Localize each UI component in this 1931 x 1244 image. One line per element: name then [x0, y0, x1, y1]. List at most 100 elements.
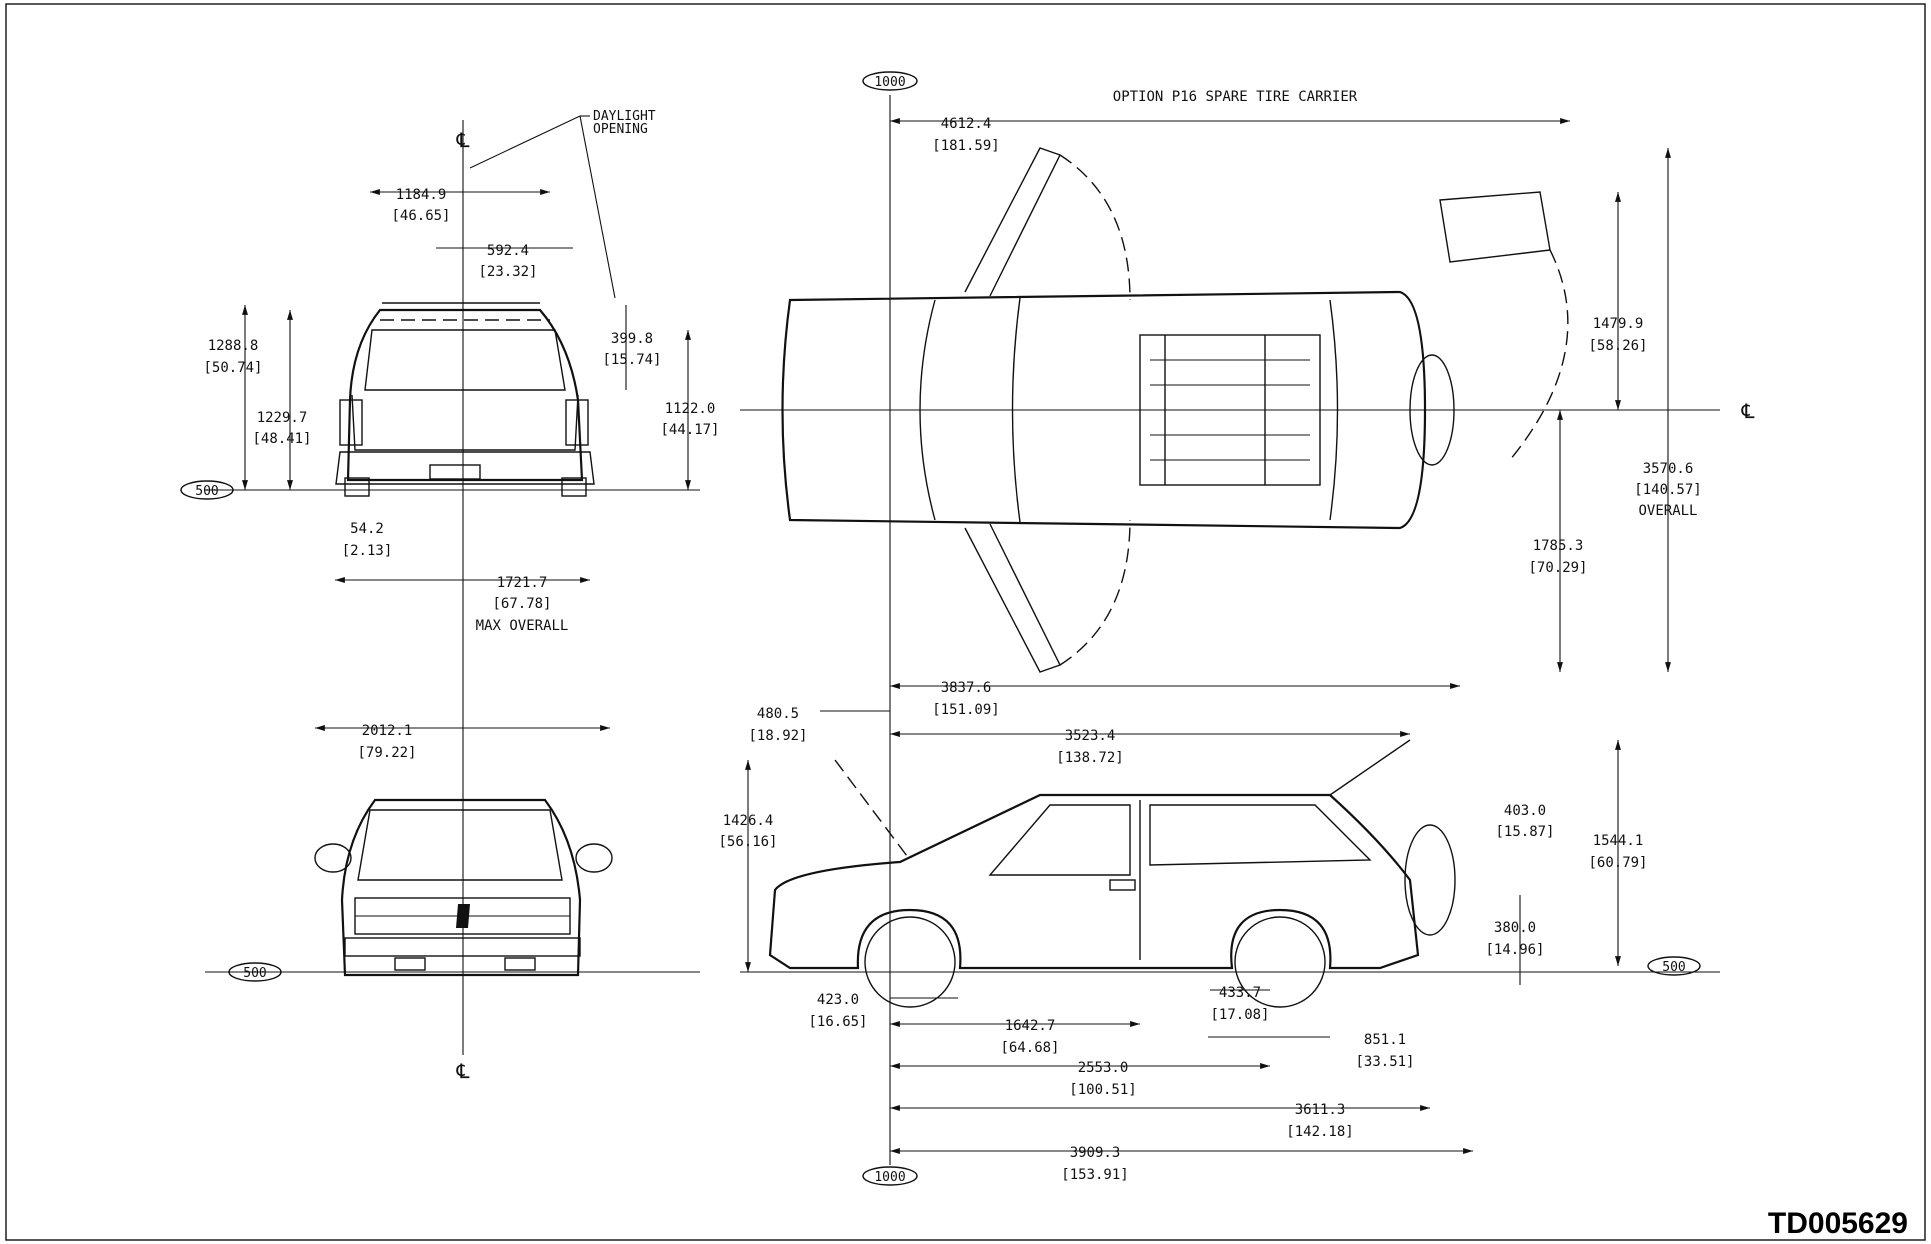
dim-480-in: [18.92] [748, 728, 807, 744]
datum-1000-top-label: 1000 [874, 75, 905, 90]
dim-54-in: [2.13] [342, 543, 393, 559]
dim-1122-in: [44.17] [660, 422, 719, 438]
dimension-labels: 1184.9 [46.65] 592.4 [23.32] 399.8 [15.7… [203, 116, 1701, 1183]
rear-window [364, 329, 566, 391]
dim-1288-in: [50.74] [203, 360, 262, 376]
dim-380-mm: 380.0 [1494, 920, 1536, 936]
side-front-window [988, 804, 1131, 876]
door-open-left [964, 147, 1061, 297]
dim-1229-in: [48.41] [252, 431, 311, 447]
dim-433-mm: 433.7 [1219, 985, 1261, 1001]
dim-851-mm: 851.1 [1364, 1032, 1406, 1048]
rear-left-lamp [339, 399, 363, 446]
plan-roof-rear [1329, 299, 1339, 521]
dim-403-mm: 403.0 [1504, 803, 1546, 819]
plan-windshield-front [919, 299, 936, 521]
dim-3837-in: [151.09] [932, 702, 999, 718]
front-windshield [357, 809, 563, 881]
datum-markers: 1000 1000 500 500 500 [180, 71, 1701, 1186]
front-body-outline [340, 798, 582, 977]
rear-license-plate [429, 464, 481, 480]
door-swing-arc-left [1059, 154, 1131, 301]
daylight-label-line1: DAYLIGHT [593, 109, 656, 124]
dim-2553-mm: 2553.0 [1078, 1060, 1129, 1076]
daylight-leader-2 [579, 115, 616, 299]
datum-500-rear [180, 480, 234, 500]
dim-380-in: [14.96] [1485, 942, 1544, 958]
dim-3523-in: [138.72] [1056, 750, 1123, 766]
dim-1122-mm: 1122.0 [665, 401, 716, 417]
front-right-foglamp [504, 957, 536, 971]
carrier-swing-arc [1509, 249, 1569, 461]
rear-tailgate [351, 394, 579, 451]
dim-423-in: [16.65] [808, 1014, 867, 1030]
dim-403-in: [15.87] [1495, 824, 1554, 840]
dim-3909-mm: 3909.3 [1070, 1145, 1121, 1161]
datum-1000-top [862, 71, 918, 91]
option-note: OPTION P16 SPARE TIRE CARRIER [1113, 89, 1358, 105]
daylight-label-line2: OPENING [593, 122, 648, 137]
side-rear-wheel-arch [1234, 916, 1326, 1008]
dim-399-in: [15.74] [602, 352, 661, 368]
dim-592-in: [23.32] [478, 264, 537, 280]
dim-1426-mm: 1426.4 [723, 813, 774, 829]
centerline-symbol-bottom: ℄ [456, 1059, 470, 1083]
door-swing-arc-right [1059, 519, 1131, 666]
plan-body-outline [781, 290, 1427, 530]
dim-4612-in: [181.59] [932, 138, 999, 154]
side-rear-window [1149, 804, 1372, 866]
dim-1426-in: [56.16] [718, 834, 777, 850]
dim-3909-in: [153.91] [1061, 1167, 1128, 1183]
front-view: ℄ [205, 798, 700, 1083]
datum-500-side-label: 500 [1662, 960, 1685, 975]
front-left-mirror [314, 843, 352, 873]
rear-bumper [335, 451, 595, 485]
dim-1785-mm: 1785.3 [1533, 538, 1584, 554]
datum-500-front-label: 500 [243, 966, 266, 981]
side-door-handle [1109, 879, 1136, 891]
liftgate-open [1329, 739, 1411, 796]
plan-roof-rack [1139, 334, 1321, 486]
dim-3611-mm: 3611.3 [1295, 1102, 1346, 1118]
hood-open-arc [834, 759, 911, 861]
drawing-code: TD005629 [1768, 1207, 1908, 1240]
centerline-symbol-plan: ℄ [1741, 399, 1755, 423]
front-left-foglamp [394, 957, 426, 971]
front-emblem [456, 904, 470, 928]
dim-2553-in: [100.51] [1069, 1082, 1136, 1098]
dim-423-mm: 423.0 [817, 992, 859, 1008]
dim-3611-in: [142.18] [1286, 1124, 1353, 1140]
dim-3570-mm: 3570.6 [1643, 461, 1694, 477]
datum-500-rear-label: 500 [195, 484, 218, 499]
rear-right-tire [561, 477, 587, 497]
datum-500-front [228, 962, 282, 982]
side-front-wheel-arch [864, 916, 956, 1008]
sheet-border [5, 3, 1926, 1241]
front-right-mirror [575, 843, 613, 873]
dim-3523-mm: 3523.4 [1065, 728, 1116, 744]
dim-399-mm: 399.8 [611, 331, 653, 347]
datum-1000-bottom-label: 1000 [874, 1170, 905, 1185]
datum-500-side [1647, 956, 1701, 976]
dim-1229-mm: 1229.7 [257, 410, 308, 426]
dim-4612-mm: 4612.4 [941, 116, 992, 132]
centerline-symbol-top: ℄ [456, 128, 470, 152]
dim-1544-mm: 1544.1 [1593, 833, 1644, 849]
dim-1785-in: [70.29] [1528, 560, 1587, 576]
dim-433-in: [17.08] [1210, 1007, 1269, 1023]
dim-2012-mm: 2012.1 [362, 723, 413, 739]
dim-1721-note: MAX OVERALL [476, 618, 569, 634]
daylight-leader [469, 115, 581, 169]
rear-right-lamp [565, 399, 589, 446]
rear-body-outline [346, 308, 584, 482]
dim-54-mm: 54.2 [350, 521, 384, 537]
side-spare-tire [1404, 824, 1456, 936]
plan-spare-tire [1409, 354, 1455, 466]
plan-view: ℄ [740, 95, 1755, 1165]
dim-1184-mm: 1184.9 [396, 187, 447, 203]
dim-1642-mm: 1642.7 [1005, 1018, 1056, 1034]
dim-1479-mm: 1479.9 [1593, 316, 1644, 332]
side-body-outline [768, 793, 1420, 970]
carrier-open [1439, 191, 1551, 263]
